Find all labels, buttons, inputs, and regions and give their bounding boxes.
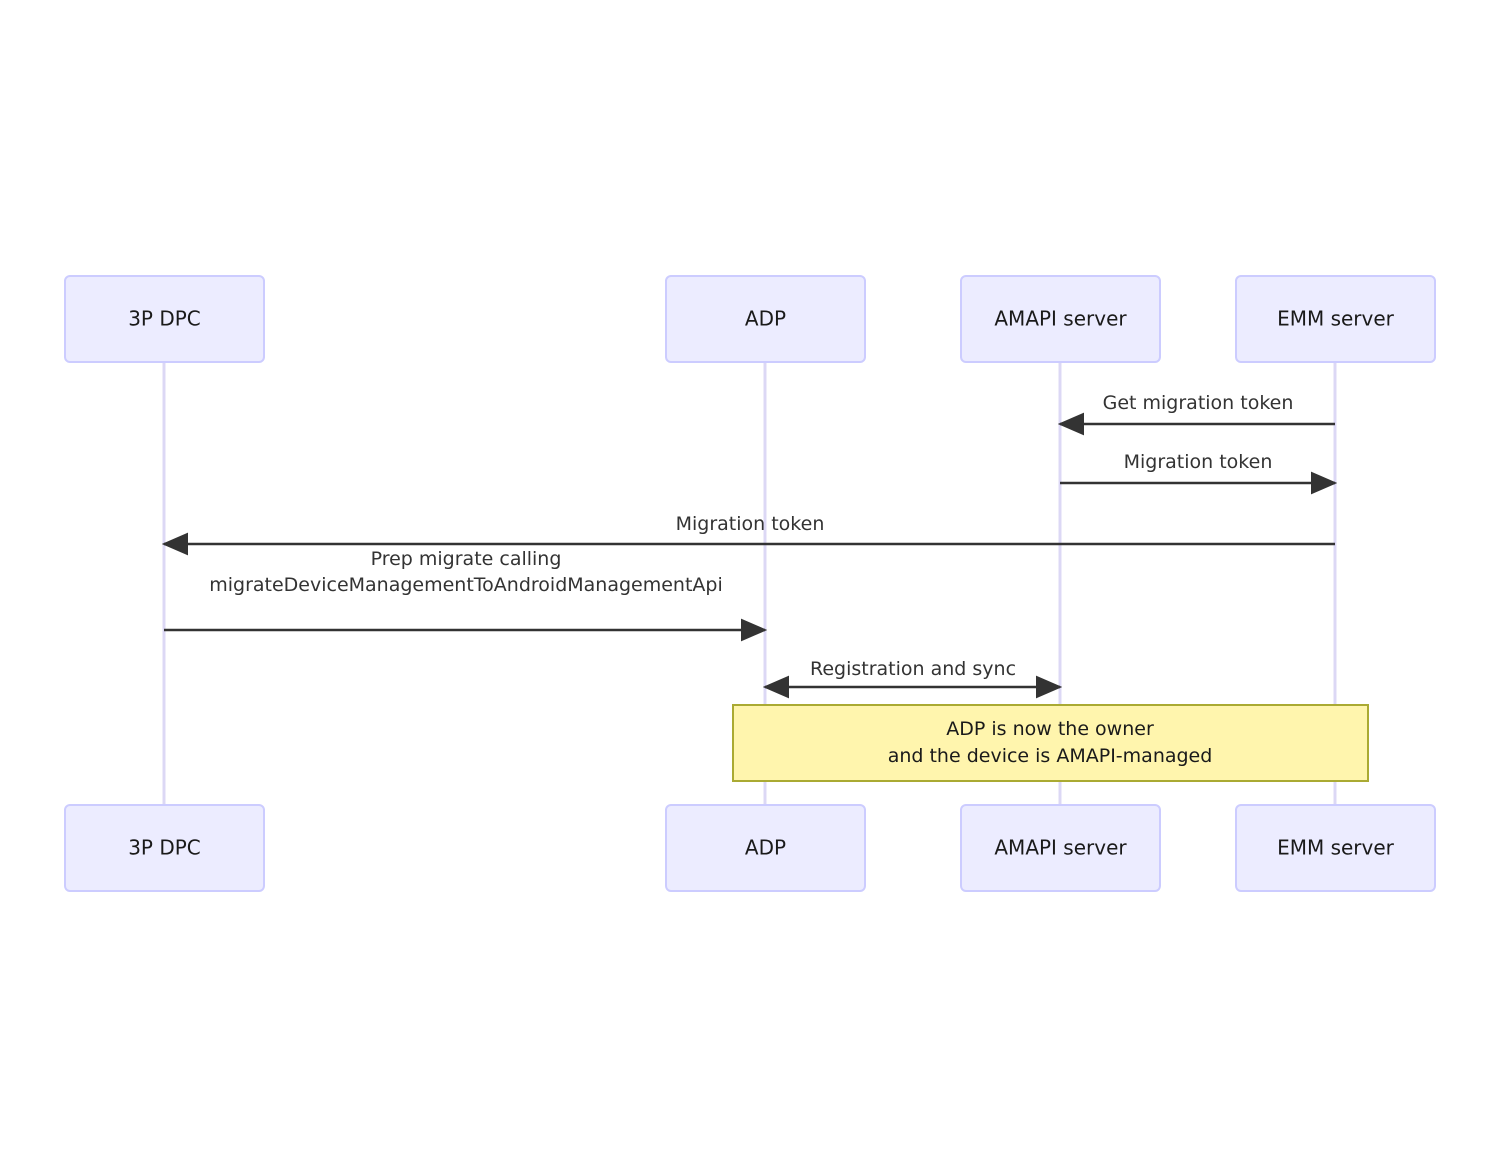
message-m3: Migration token <box>161 513 1335 556</box>
participant-label: AMAPI server <box>994 307 1127 331</box>
participant-box <box>1235 275 1436 363</box>
participant-label: EMM server <box>1277 307 1395 331</box>
message-label: migrateDeviceManagementToAndroidManageme… <box>209 574 723 596</box>
actor-boxes-bottom-layer: 3P DPC ADP AMAPI server EMM server <box>64 804 1436 892</box>
actor-boxes-top-layer: 3P DPC ADP AMAPI server EMM server <box>64 275 1436 363</box>
participant-label: 3P DPC <box>128 836 201 860</box>
participant-label: 3P DPC <box>128 307 201 331</box>
participant-emm-top[interactable]: EMM server <box>1235 275 1436 363</box>
participant-box <box>64 804 265 892</box>
message-label: Migration token <box>1124 451 1273 473</box>
notes-layer: ADP is now the owner and the device is AM… <box>732 704 1369 782</box>
message-label: Registration and sync <box>810 658 1016 680</box>
participant-box <box>665 275 866 363</box>
message-m4: Prep migrate calling migrateDeviceManagem… <box>164 548 768 642</box>
message-label: Prep migrate calling <box>371 548 562 570</box>
participant-emm-bottom[interactable]: EMM server <box>1235 804 1436 892</box>
note-box <box>732 704 1369 782</box>
participant-label: EMM server <box>1277 836 1395 860</box>
message-m1: Get migration token <box>1057 392 1335 436</box>
message-m2: Migration token <box>1060 451 1338 495</box>
participant-label: ADP <box>745 836 786 860</box>
participant-adp-top[interactable]: ADP <box>665 275 866 363</box>
participant-box <box>665 804 866 892</box>
participant-box <box>64 275 265 363</box>
note-text-line: and the device is AMAPI-managed <box>888 745 1213 767</box>
participant-label: AMAPI server <box>994 836 1127 860</box>
participant-amapi-top[interactable]: AMAPI server <box>960 275 1161 363</box>
participant-adp-bottom[interactable]: ADP <box>665 804 866 892</box>
participant-box <box>1235 804 1436 892</box>
participant-amapi-bottom[interactable]: AMAPI server <box>960 804 1161 892</box>
note-text-line: ADP is now the owner <box>946 718 1154 740</box>
participant-dpc-bottom[interactable]: 3P DPC <box>64 804 265 892</box>
note-n1: ADP is now the owner and the device is AM… <box>732 704 1369 782</box>
participant-label: ADP <box>745 307 786 331</box>
message-m5: Registration and sync <box>762 658 1063 699</box>
participant-box <box>960 275 1161 363</box>
message-label: Get migration token <box>1103 392 1294 414</box>
message-label: Migration token <box>676 513 825 535</box>
participant-box <box>960 804 1161 892</box>
participant-dpc-top[interactable]: 3P DPC <box>64 275 265 363</box>
